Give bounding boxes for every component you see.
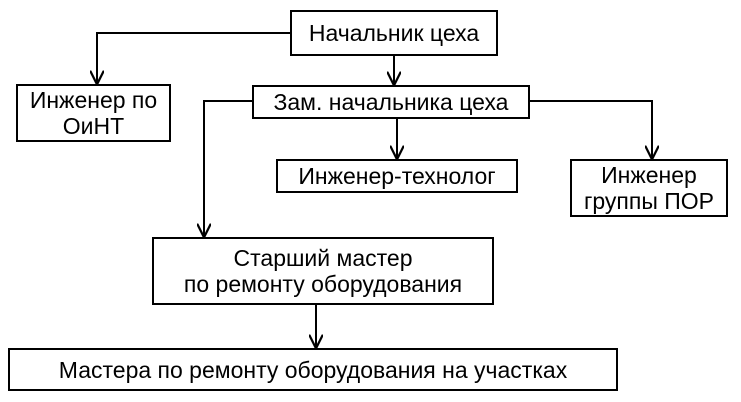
node-deputy-line-1: Зам. начальника цеха (273, 89, 509, 115)
node-head: Начальник цеха (290, 10, 498, 56)
node-engineer-oint-line-1: Инженер по (29, 87, 158, 113)
node-engineer-oint-line-2: ОиНТ (62, 113, 125, 139)
node-masters-line-1: Мастера по ремонту оборудования на участ… (58, 356, 568, 383)
node-senior-master-line-2: по ремонту оборудования (183, 271, 463, 297)
node-engineer-por: Инженер группы ПОР (570, 159, 728, 217)
node-masters: Мастера по ремонту оборудования на участ… (8, 348, 618, 391)
edge-deputy-to-engineer-por (530, 100, 652, 158)
edge-deputy-to-senior-master (204, 100, 252, 236)
node-engineer-por-line-2: группы ПОР (583, 188, 714, 214)
node-deputy: Зам. начальника цеха (252, 85, 530, 119)
node-process-engineer: Инженер-технолог (276, 159, 518, 193)
node-process-engineer-line-1: Инженер-технолог (298, 163, 496, 189)
edge-head-to-engineer-oint (97, 32, 290, 83)
node-senior-master: Старший мастер по ремонту оборудования (152, 237, 494, 305)
node-engineer-oint: Инженер по ОиНТ (16, 84, 171, 142)
node-senior-master-line-1: Старший мастер (233, 245, 413, 271)
node-engineer-por-line-1: Инженер (601, 162, 697, 188)
node-head-line-1: Начальник цеха (308, 20, 480, 46)
